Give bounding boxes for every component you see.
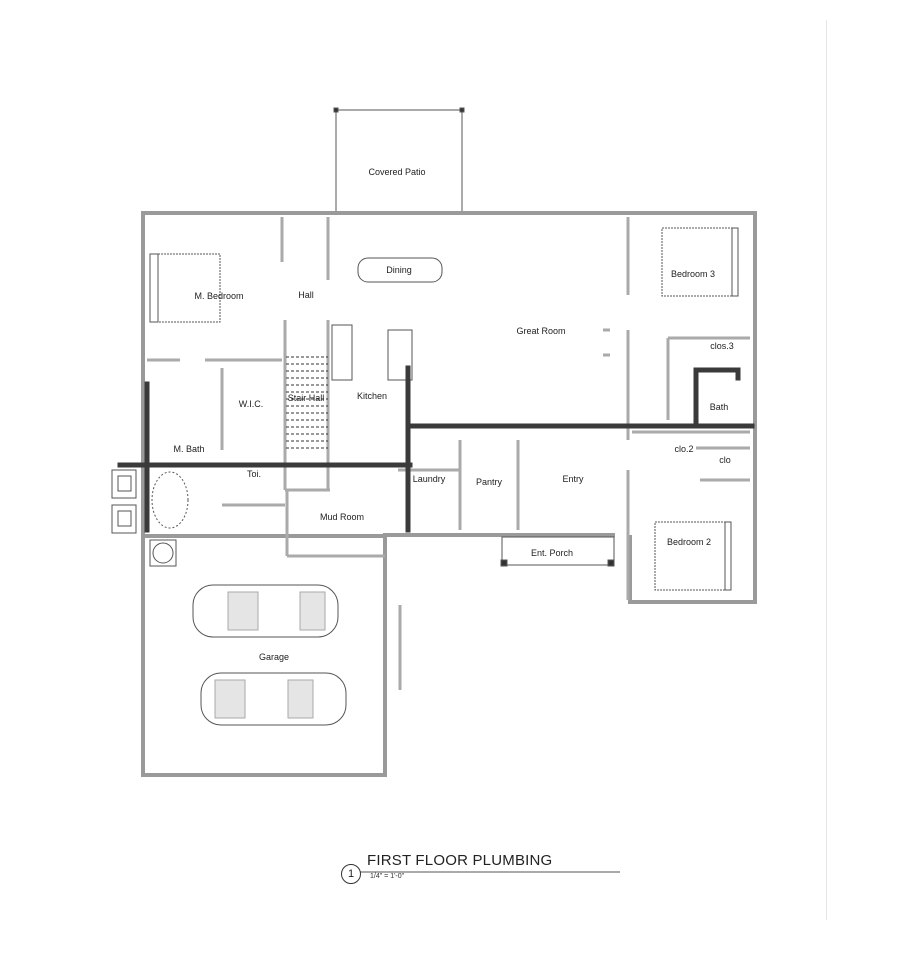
stair-treads: [286, 356, 328, 449]
detail-number-bubble: 1: [341, 864, 361, 884]
room-label-clos-3: clos.3: [710, 341, 734, 351]
room-label-garage: Garage: [258, 652, 290, 662]
drawing-scale: 1/4" = 1'-0": [370, 873, 405, 880]
drawing-title: FIRST FLOOR PLUMBING: [367, 852, 553, 869]
plumbing-pipes: [117, 365, 755, 533]
room-label-covered-patio: Covered Patio: [368, 167, 426, 177]
page-edge: [826, 20, 827, 920]
room-label-ent-porch: Ent. Porch: [530, 548, 574, 558]
garage-cars: [192, 584, 347, 726]
room-label-dining: Dining: [386, 265, 412, 275]
room-label-mud-room: Mud Room: [319, 512, 365, 522]
room-label-stair-hall: Stair Hall: [287, 393, 325, 403]
room-label-pantry: Pantry: [475, 477, 503, 487]
room-label-great-room: Great Room: [516, 326, 566, 336]
room-label-hall: Hall: [298, 290, 314, 300]
room-label-m-bath: M. Bath: [173, 444, 205, 454]
room-label-bedroom-3: Bedroom 3: [670, 269, 716, 279]
room-label-clo: clo: [719, 455, 731, 465]
exterior-walls: [141, 211, 757, 777]
room-label-bedroom-2: Bedroom 2: [666, 537, 712, 547]
room-label-toi: Toi.: [246, 469, 262, 479]
room-label-entry: Entry: [562, 474, 584, 484]
room-label-m-bedroom: M. Bedroom: [194, 291, 244, 301]
entry-porch-outline: [500, 536, 615, 567]
furniture: [111, 227, 739, 591]
room-label-kitchen: Kitchen: [356, 391, 388, 401]
room-label-bath: Bath: [709, 402, 729, 412]
room-label-wic: W.I.C.: [238, 399, 264, 409]
room-label-clo-2: clo.2: [674, 444, 694, 454]
covered-patio-outline: [333, 107, 465, 213]
room-label-laundry: Laundry: [412, 474, 446, 484]
